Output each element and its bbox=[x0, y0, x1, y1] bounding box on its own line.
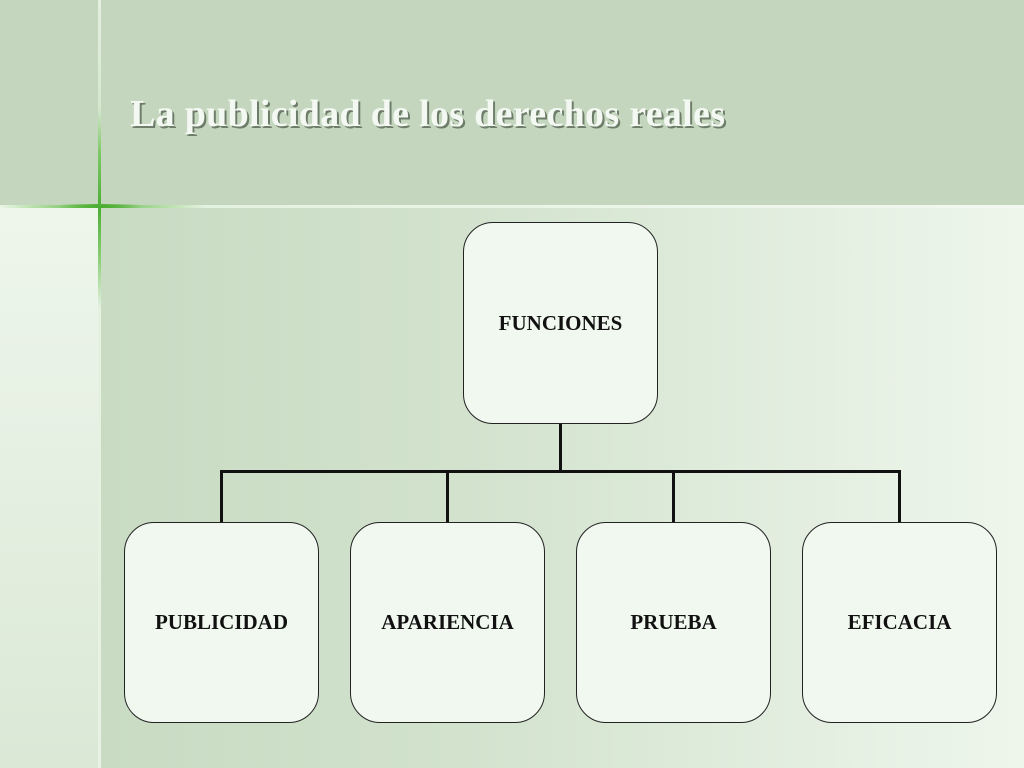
node-eficacia: EFICACIA bbox=[802, 522, 997, 723]
left-strip bbox=[0, 207, 100, 768]
connector-horizontal-bar bbox=[220, 470, 901, 473]
node-funciones: FUNCIONES bbox=[463, 222, 658, 424]
header-band bbox=[0, 0, 1024, 207]
node-label: EFICACIA bbox=[847, 610, 952, 634]
connector-child-3 bbox=[672, 470, 675, 522]
node-publicidad: PUBLICIDAD bbox=[124, 522, 319, 723]
decorative-vertical-line bbox=[98, 0, 101, 768]
connector-child-2 bbox=[446, 470, 449, 522]
node-label: PUBLICIDAD bbox=[154, 610, 288, 634]
decorative-horizontal-line bbox=[0, 205, 1024, 208]
connector-root-stem bbox=[559, 424, 562, 472]
node-label: APARIENCIA bbox=[381, 610, 514, 634]
connector-child-1 bbox=[220, 470, 223, 522]
connector-child-4 bbox=[898, 470, 901, 522]
node-label: FUNCIONES bbox=[498, 310, 623, 335]
node-prueba: PRUEBA bbox=[576, 522, 771, 723]
node-apariencia: APARIENCIA bbox=[350, 522, 545, 723]
slide-title: La publicidad de los derechos reales bbox=[130, 93, 726, 135]
node-label: PRUEBA bbox=[630, 610, 717, 634]
